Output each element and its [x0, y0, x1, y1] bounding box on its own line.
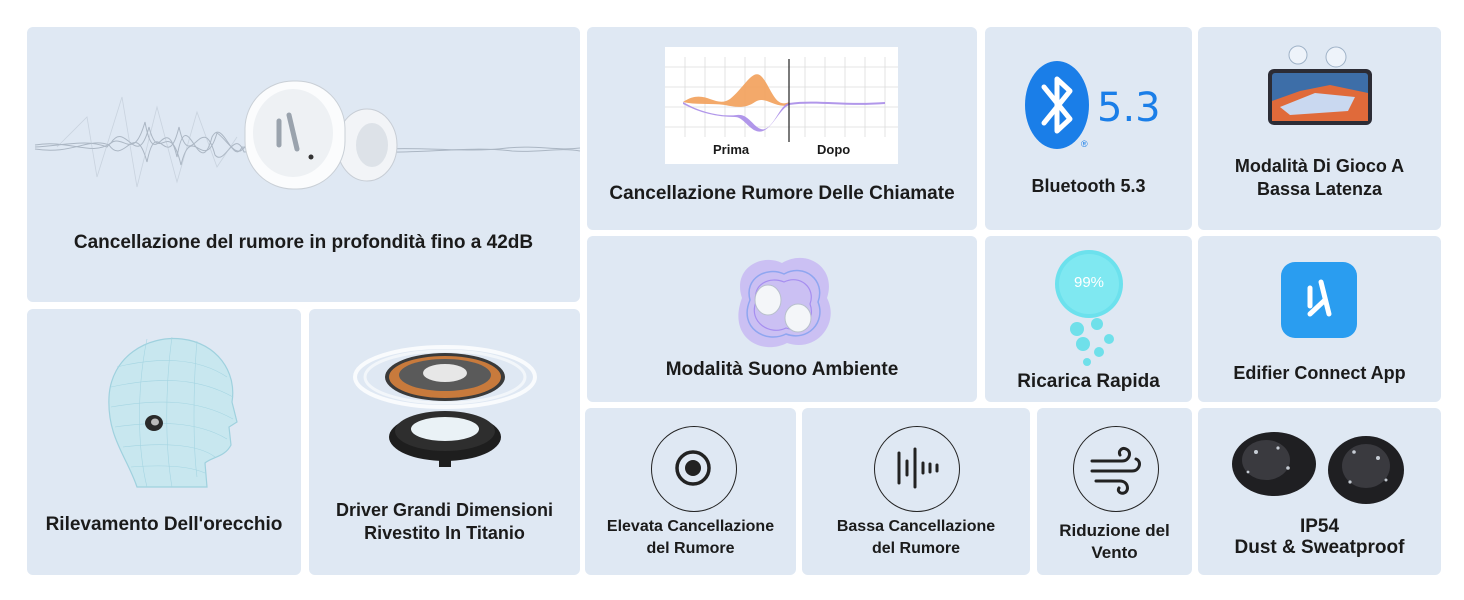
phone-game-icon: [1268, 45, 1372, 125]
feature-tile-anc-depth: Cancellazione del rumore in profondità f…: [27, 27, 580, 302]
bluetooth-trademark: ®: [1081, 139, 1088, 149]
wind-label: Riduzione del Vento: [1037, 520, 1192, 564]
driver-label-line1: Driver Grandi Dimensioni: [335, 500, 554, 520]
chart-before-label: Prima: [713, 142, 750, 157]
feature-tile-app: Edifier Connect App: [1198, 236, 1441, 402]
low-anc-label-line1: Bassa Cancellazione: [836, 518, 996, 535]
wind-icon: [1073, 426, 1159, 512]
charge-percent: 99%: [1073, 274, 1105, 291]
bluetooth-icon: [1025, 61, 1089, 149]
sound-wave-icon: [34, 96, 580, 188]
ip54-label-line2: Dust & Sweatproof: [1234, 537, 1405, 558]
gaming-label-line2: Bassa Latenza: [1256, 179, 1383, 199]
feature-tile-ear-detect: Rilevamento Dell'orecchio: [27, 309, 301, 575]
call-nc-label: Cancellazione Rumore Delle Chiamate: [609, 183, 955, 204]
bluetooth-label: Bluetooth 5.3: [1031, 176, 1146, 196]
driver-label: Driver Grandi Dimensioni Rivestito In Ti…: [309, 499, 580, 545]
feature-tile-gaming: Modalità Di Gioco A Bassa Latenza: [1198, 27, 1441, 230]
app-label: Edifier Connect App: [1233, 363, 1406, 383]
feature-tile-call-nc: Prima Dopo Cancellazione Rumore Delle Ch…: [587, 27, 977, 230]
chart-after-label: Dopo: [817, 142, 851, 157]
ambient-label: Modalità Suono Ambiente: [665, 359, 899, 380]
soundwave-bars-icon: [874, 426, 960, 512]
driver-label-line2: Rivestito In Titanio: [364, 523, 525, 543]
driver-icon: [353, 345, 537, 467]
ear-detect-label: Rilevamento Dell'orecchio: [45, 514, 283, 535]
target-icon: [651, 426, 737, 512]
black-earbuds-icon: [1232, 432, 1404, 504]
feature-tile-driver: Driver Grandi Dimensioni Rivestito In Ti…: [309, 309, 580, 575]
feature-tile-low-anc: Bassa Cancellazione del Rumore: [802, 408, 1030, 575]
feature-tile-bluetooth: ® 5.3 Bluetooth 5.3: [985, 27, 1192, 230]
feature-tile-fast-charge: 99% Ricarica Rapida: [985, 236, 1192, 402]
gaming-label: Modalità Di Gioco A Bassa Latenza: [1198, 155, 1441, 201]
low-anc-label: Bassa Cancellazione del Rumore: [802, 516, 1030, 560]
anc-depth-label: Cancellazione del rumore in profondità f…: [73, 232, 534, 253]
ip54-label-line1: IP54: [1299, 516, 1340, 537]
gaming-label-line1: Modalità Di Gioco A: [1234, 156, 1405, 176]
feature-tile-wind: Riduzione del Vento: [1037, 408, 1192, 575]
fast-charge-label: Ricarica Rapida: [1017, 371, 1160, 392]
ambient-blob-icon: [738, 257, 831, 348]
wind-label-line1: Riduzione del: [1059, 521, 1170, 540]
low-anc-label-line2: del Rumore: [871, 540, 960, 557]
earbud-icon: [244, 80, 398, 190]
wind-label-line2: Vento: [1091, 543, 1138, 562]
high-anc-label-line1: Elevata Cancellazione: [606, 518, 775, 535]
feature-tile-high-anc: Elevata Cancellazione del Rumore: [585, 408, 796, 575]
head-scan-icon: [108, 336, 238, 488]
high-anc-label: Elevata Cancellazione del Rumore: [585, 516, 796, 560]
call-nc-chart: Prima Dopo: [665, 47, 898, 164]
high-anc-label-line2: del Rumore: [646, 540, 735, 557]
feature-tile-ip54: IP54 Dust & Sweatproof: [1198, 408, 1441, 575]
bluetooth-version: 5.3: [1097, 85, 1161, 131]
feature-tile-ambient: Modalità Suono Ambiente: [587, 236, 977, 402]
ip54-label: IP54 Dust & Sweatproof: [1198, 516, 1441, 558]
charge-bubble-icon: [1055, 250, 1123, 366]
edifier-app-icon: [1281, 262, 1357, 338]
